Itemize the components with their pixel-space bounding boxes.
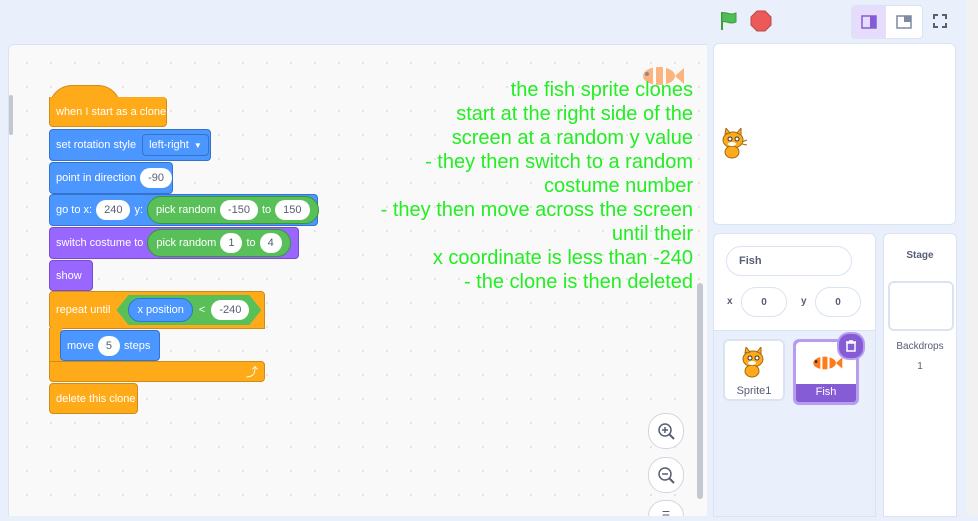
less-than-operator[interactable]: x position < -240 bbox=[116, 295, 261, 325]
equals-icon: = bbox=[661, 504, 671, 521]
y-label: y: bbox=[134, 204, 143, 216]
stage-thumbnail[interactable] bbox=[888, 281, 954, 331]
delete-this-clone-block[interactable]: delete this clone bbox=[49, 383, 138, 414]
reporter-label: pick random bbox=[156, 204, 216, 216]
chevron-down-icon: ▼ bbox=[193, 140, 202, 150]
set-rotation-style-block[interactable]: set rotation style left-right ▼ bbox=[49, 129, 211, 161]
switch-costume-block[interactable]: switch costume to pick random 1 to 4 bbox=[49, 227, 299, 259]
stop-icon[interactable] bbox=[750, 10, 772, 32]
repeat-until-arm bbox=[49, 328, 62, 362]
zoom-out-icon bbox=[658, 467, 675, 484]
comment-line: - they then move across the screen bbox=[380, 199, 693, 221]
stage-canvas[interactable] bbox=[713, 43, 956, 225]
small-stage-icon bbox=[861, 15, 877, 29]
comment-line: x coordinate is less than -240 bbox=[432, 247, 693, 269]
sprite-info: Fish x 0 y 0 bbox=[714, 234, 875, 331]
sprite-thumb-sprite1[interactable]: Sprite1 bbox=[723, 339, 785, 401]
go-to-xy-block[interactable]: go to x: 240 y: pick random -150 to 150 bbox=[49, 194, 319, 226]
random-to-input[interactable]: 150 bbox=[275, 200, 310, 220]
zoom-in-icon bbox=[658, 423, 675, 440]
small-stage-button[interactable] bbox=[852, 6, 886, 38]
comment-line: - the clone is then deleted bbox=[463, 271, 693, 293]
reporter-label: pick random bbox=[156, 237, 217, 249]
stage-title: Stage bbox=[906, 250, 934, 261]
block-label: move bbox=[67, 339, 94, 352]
point-in-direction-block[interactable]: point in direction -90 bbox=[49, 162, 173, 194]
comment-line: - they then switch to a random bbox=[425, 151, 693, 173]
pick-random-reporter[interactable]: pick random -150 to 150 bbox=[147, 196, 319, 224]
block-label: point in direction bbox=[56, 172, 137, 184]
dropdown-value: left-right bbox=[149, 139, 189, 151]
when-start-as-clone-block[interactable]: when I start as a clone bbox=[49, 97, 167, 127]
show-block[interactable]: show bbox=[49, 260, 93, 291]
operator-symbol: < bbox=[198, 304, 206, 316]
trash-icon bbox=[846, 340, 856, 352]
backdrops-count: 1 bbox=[917, 361, 923, 372]
sprite-name-field[interactable]: Fish bbox=[726, 246, 852, 276]
sprite-thumb-label: Fish bbox=[815, 386, 837, 398]
steps-label: steps bbox=[124, 339, 151, 352]
cat-icon bbox=[725, 341, 783, 385]
repeat-until-block[interactable]: repeat until x position < -240 bbox=[49, 291, 265, 329]
zoom-in-button[interactable] bbox=[648, 413, 684, 449]
comment-line: the fish sprite clones bbox=[510, 79, 693, 101]
random-from-input[interactable]: 1 bbox=[220, 233, 243, 253]
x-input[interactable]: 240 bbox=[96, 200, 131, 220]
large-stage-button[interactable] bbox=[887, 6, 921, 38]
compare-value-input[interactable]: -240 bbox=[211, 300, 249, 320]
block-label: set rotation style bbox=[56, 139, 137, 151]
rotation-style-dropdown[interactable]: left-right ▼ bbox=[142, 134, 209, 156]
code-area-scrollbar[interactable] bbox=[697, 283, 703, 499]
delete-sprite-button[interactable] bbox=[837, 332, 865, 360]
steps-input[interactable]: 5 bbox=[97, 335, 121, 356]
x-field[interactable]: 0 bbox=[741, 287, 787, 317]
code-area[interactable] bbox=[8, 44, 707, 516]
code-area-scrollbar-left[interactable] bbox=[9, 95, 13, 135]
loop-arrow-icon: ⤴ bbox=[245, 365, 258, 379]
comment-line: until their bbox=[611, 223, 693, 245]
to-label: to bbox=[261, 204, 272, 216]
code-comment[interactable]: the fish sprite clones start at the righ… bbox=[333, 78, 693, 294]
random-from-input[interactable]: -150 bbox=[219, 200, 258, 220]
top-bar bbox=[0, 0, 978, 44]
green-flag-icon[interactable] bbox=[718, 10, 740, 32]
sprite-list: Sprite1 Fish bbox=[714, 331, 875, 516]
to-label: to bbox=[246, 237, 256, 249]
reporter-label: x position bbox=[137, 304, 184, 316]
block-label: go to x: bbox=[56, 204, 93, 216]
block-label: show bbox=[56, 269, 82, 282]
random-to-input[interactable]: 4 bbox=[259, 233, 282, 253]
pick-random-reporter[interactable]: pick random 1 to 4 bbox=[147, 229, 291, 257]
zoom-out-button[interactable] bbox=[648, 457, 684, 493]
page-scrollbar[interactable] bbox=[966, 0, 978, 515]
sprite-thumb-label: Sprite1 bbox=[736, 385, 772, 397]
x-position-reporter[interactable]: x position bbox=[128, 298, 192, 322]
fullscreen-button[interactable] bbox=[925, 5, 955, 37]
comment-line: costume number bbox=[544, 175, 693, 197]
large-stage-icon bbox=[896, 15, 912, 29]
fish-sprite-graphic bbox=[637, 64, 685, 93]
stage-size-toggle bbox=[851, 5, 923, 39]
block-label: repeat until bbox=[56, 304, 111, 316]
comment-line: screen at a random y value bbox=[451, 127, 693, 149]
cat-sprite-graphic[interactable] bbox=[720, 126, 748, 165]
block-label: switch costume to bbox=[56, 237, 144, 249]
block-label: delete this clone bbox=[56, 392, 136, 405]
move-steps-block[interactable]: move 5 steps bbox=[60, 330, 160, 361]
fullscreen-icon bbox=[933, 14, 947, 28]
repeat-until-footer: ⤴ bbox=[49, 361, 265, 382]
direction-input[interactable]: -90 bbox=[140, 168, 173, 188]
comment-line: start at the right side of the bbox=[456, 103, 693, 125]
y-field[interactable]: 0 bbox=[815, 287, 861, 317]
x-label: x bbox=[727, 296, 733, 307]
block-label: when I start as a clone bbox=[56, 105, 167, 118]
backdrops-label: Backdrops bbox=[896, 341, 944, 352]
stage-selector[interactable]: Stage Backdrops 1 bbox=[883, 233, 957, 517]
sprite-panel: Fish x 0 y 0 Sprite1 Fish bbox=[713, 233, 876, 517]
y-label: y bbox=[801, 296, 807, 307]
